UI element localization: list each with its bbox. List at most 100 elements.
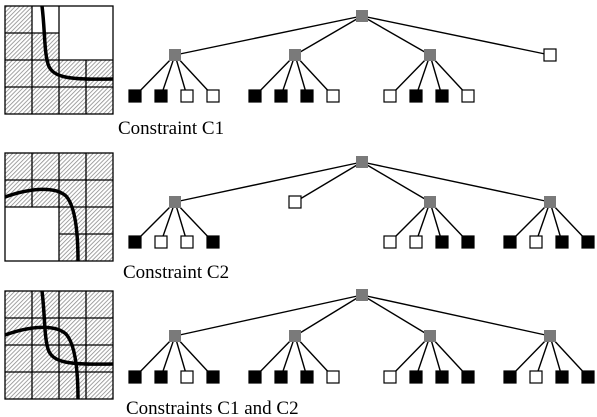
tree-edge — [361, 161, 431, 203]
tree-edge — [134, 54, 176, 97]
full-leaf-node — [248, 370, 262, 384]
internal-node — [544, 196, 556, 208]
constraint-curve-c1 — [40, 290, 114, 366]
tree-edge — [389, 335, 431, 378]
hatched-cell — [32, 372, 59, 399]
full-leaf-node — [461, 370, 475, 384]
tree-edge — [429, 335, 443, 378]
internal-node — [424, 330, 436, 342]
hatched-cell — [59, 291, 86, 318]
tree-edge — [535, 201, 551, 243]
hatched-cell — [86, 180, 113, 207]
hatched-cell — [32, 153, 59, 180]
full-leaf-node — [435, 235, 449, 249]
empty-leaf-node — [529, 235, 543, 249]
panel-1-grid — [4, 5, 114, 115]
hatched-cell — [59, 87, 86, 114]
tree-edge — [429, 201, 469, 243]
hatched-cell — [86, 372, 113, 399]
tree-edge — [294, 161, 363, 203]
full-leaf-node — [435, 89, 449, 103]
tree-edge — [280, 54, 296, 97]
tree-edge — [389, 54, 431, 97]
tree-edge — [549, 335, 589, 378]
hatched-cell — [5, 60, 32, 87]
hatched-cell — [86, 153, 113, 180]
tree-edge — [429, 335, 469, 378]
full-leaf-node — [300, 89, 314, 103]
root-node — [356, 156, 368, 168]
caption-c1: Constraint C1 — [118, 118, 224, 139]
tree-edge — [415, 335, 431, 378]
empty-leaf-node — [383, 235, 397, 249]
hatched-cell — [59, 372, 86, 399]
tree-edge — [361, 294, 431, 337]
empty-leaf-node — [383, 89, 397, 103]
tree-edge — [280, 335, 296, 378]
empty-leaf-node — [206, 89, 220, 103]
full-leaf-node — [555, 370, 569, 384]
hatched-cell — [86, 318, 113, 345]
empty-leaf-node — [288, 195, 302, 209]
tree-edge — [429, 54, 469, 97]
empty-leaf-node — [543, 48, 557, 62]
tree-edge — [294, 335, 308, 378]
hatched-cell — [5, 153, 32, 180]
tree-edge — [174, 335, 214, 378]
hatched-cell — [86, 291, 113, 318]
hatched-cell — [86, 60, 113, 87]
grid-cells-2 — [5, 153, 113, 261]
grid-lines-1 — [4, 5, 114, 115]
tree-edge — [174, 201, 188, 243]
full-leaf-node — [248, 89, 262, 103]
tree-edge — [174, 335, 188, 378]
tree-edge — [361, 294, 551, 337]
tree-edge — [429, 54, 443, 97]
tree-edge — [294, 15, 363, 56]
internal-node — [169, 196, 181, 208]
tree-edge — [549, 335, 563, 378]
empty-leaf-node — [409, 235, 423, 249]
full-leaf-node — [461, 235, 475, 249]
constraint-curve-c1 — [40, 5, 114, 81]
internal-node — [544, 330, 556, 342]
hatched-cell — [86, 207, 113, 234]
tree-edge — [389, 201, 431, 243]
hatched-cell — [5, 33, 32, 60]
full-leaf-node — [206, 235, 220, 249]
tree-edge — [294, 54, 334, 97]
full-leaf-node — [435, 370, 449, 384]
tree-edge — [160, 54, 176, 97]
tree-edge — [361, 15, 431, 56]
quadtree-3 — [128, 289, 595, 384]
root-node — [356, 10, 368, 22]
tree-edge — [549, 201, 589, 243]
constraint-curve-c2 — [4, 187, 80, 262]
grid-lines-2 — [4, 152, 114, 262]
tree-edge — [429, 201, 443, 243]
panel-2-grid — [4, 152, 114, 262]
hatched-cell — [86, 345, 113, 372]
tree-edge — [294, 294, 363, 337]
hatched-cell — [59, 153, 86, 180]
tree-edge — [415, 201, 431, 243]
grid-cells-3 — [5, 291, 113, 399]
tree-edge — [134, 201, 176, 243]
tree-edge — [160, 201, 176, 243]
tree-edge — [415, 54, 431, 97]
tree-edge — [174, 294, 363, 337]
hatched-cell — [32, 180, 59, 207]
grid-cells-1 — [5, 6, 113, 114]
internal-node — [424, 49, 436, 61]
full-leaf-node — [274, 89, 288, 103]
hatched-cell — [86, 87, 113, 114]
tree-edge — [535, 335, 551, 378]
full-leaf-node — [300, 370, 314, 384]
tree-edge — [160, 335, 176, 378]
hatched-cell — [59, 234, 86, 261]
full-leaf-node — [154, 370, 168, 384]
full-leaf-node — [503, 235, 517, 249]
hatched-cell — [5, 291, 32, 318]
full-leaf-node — [154, 89, 168, 103]
